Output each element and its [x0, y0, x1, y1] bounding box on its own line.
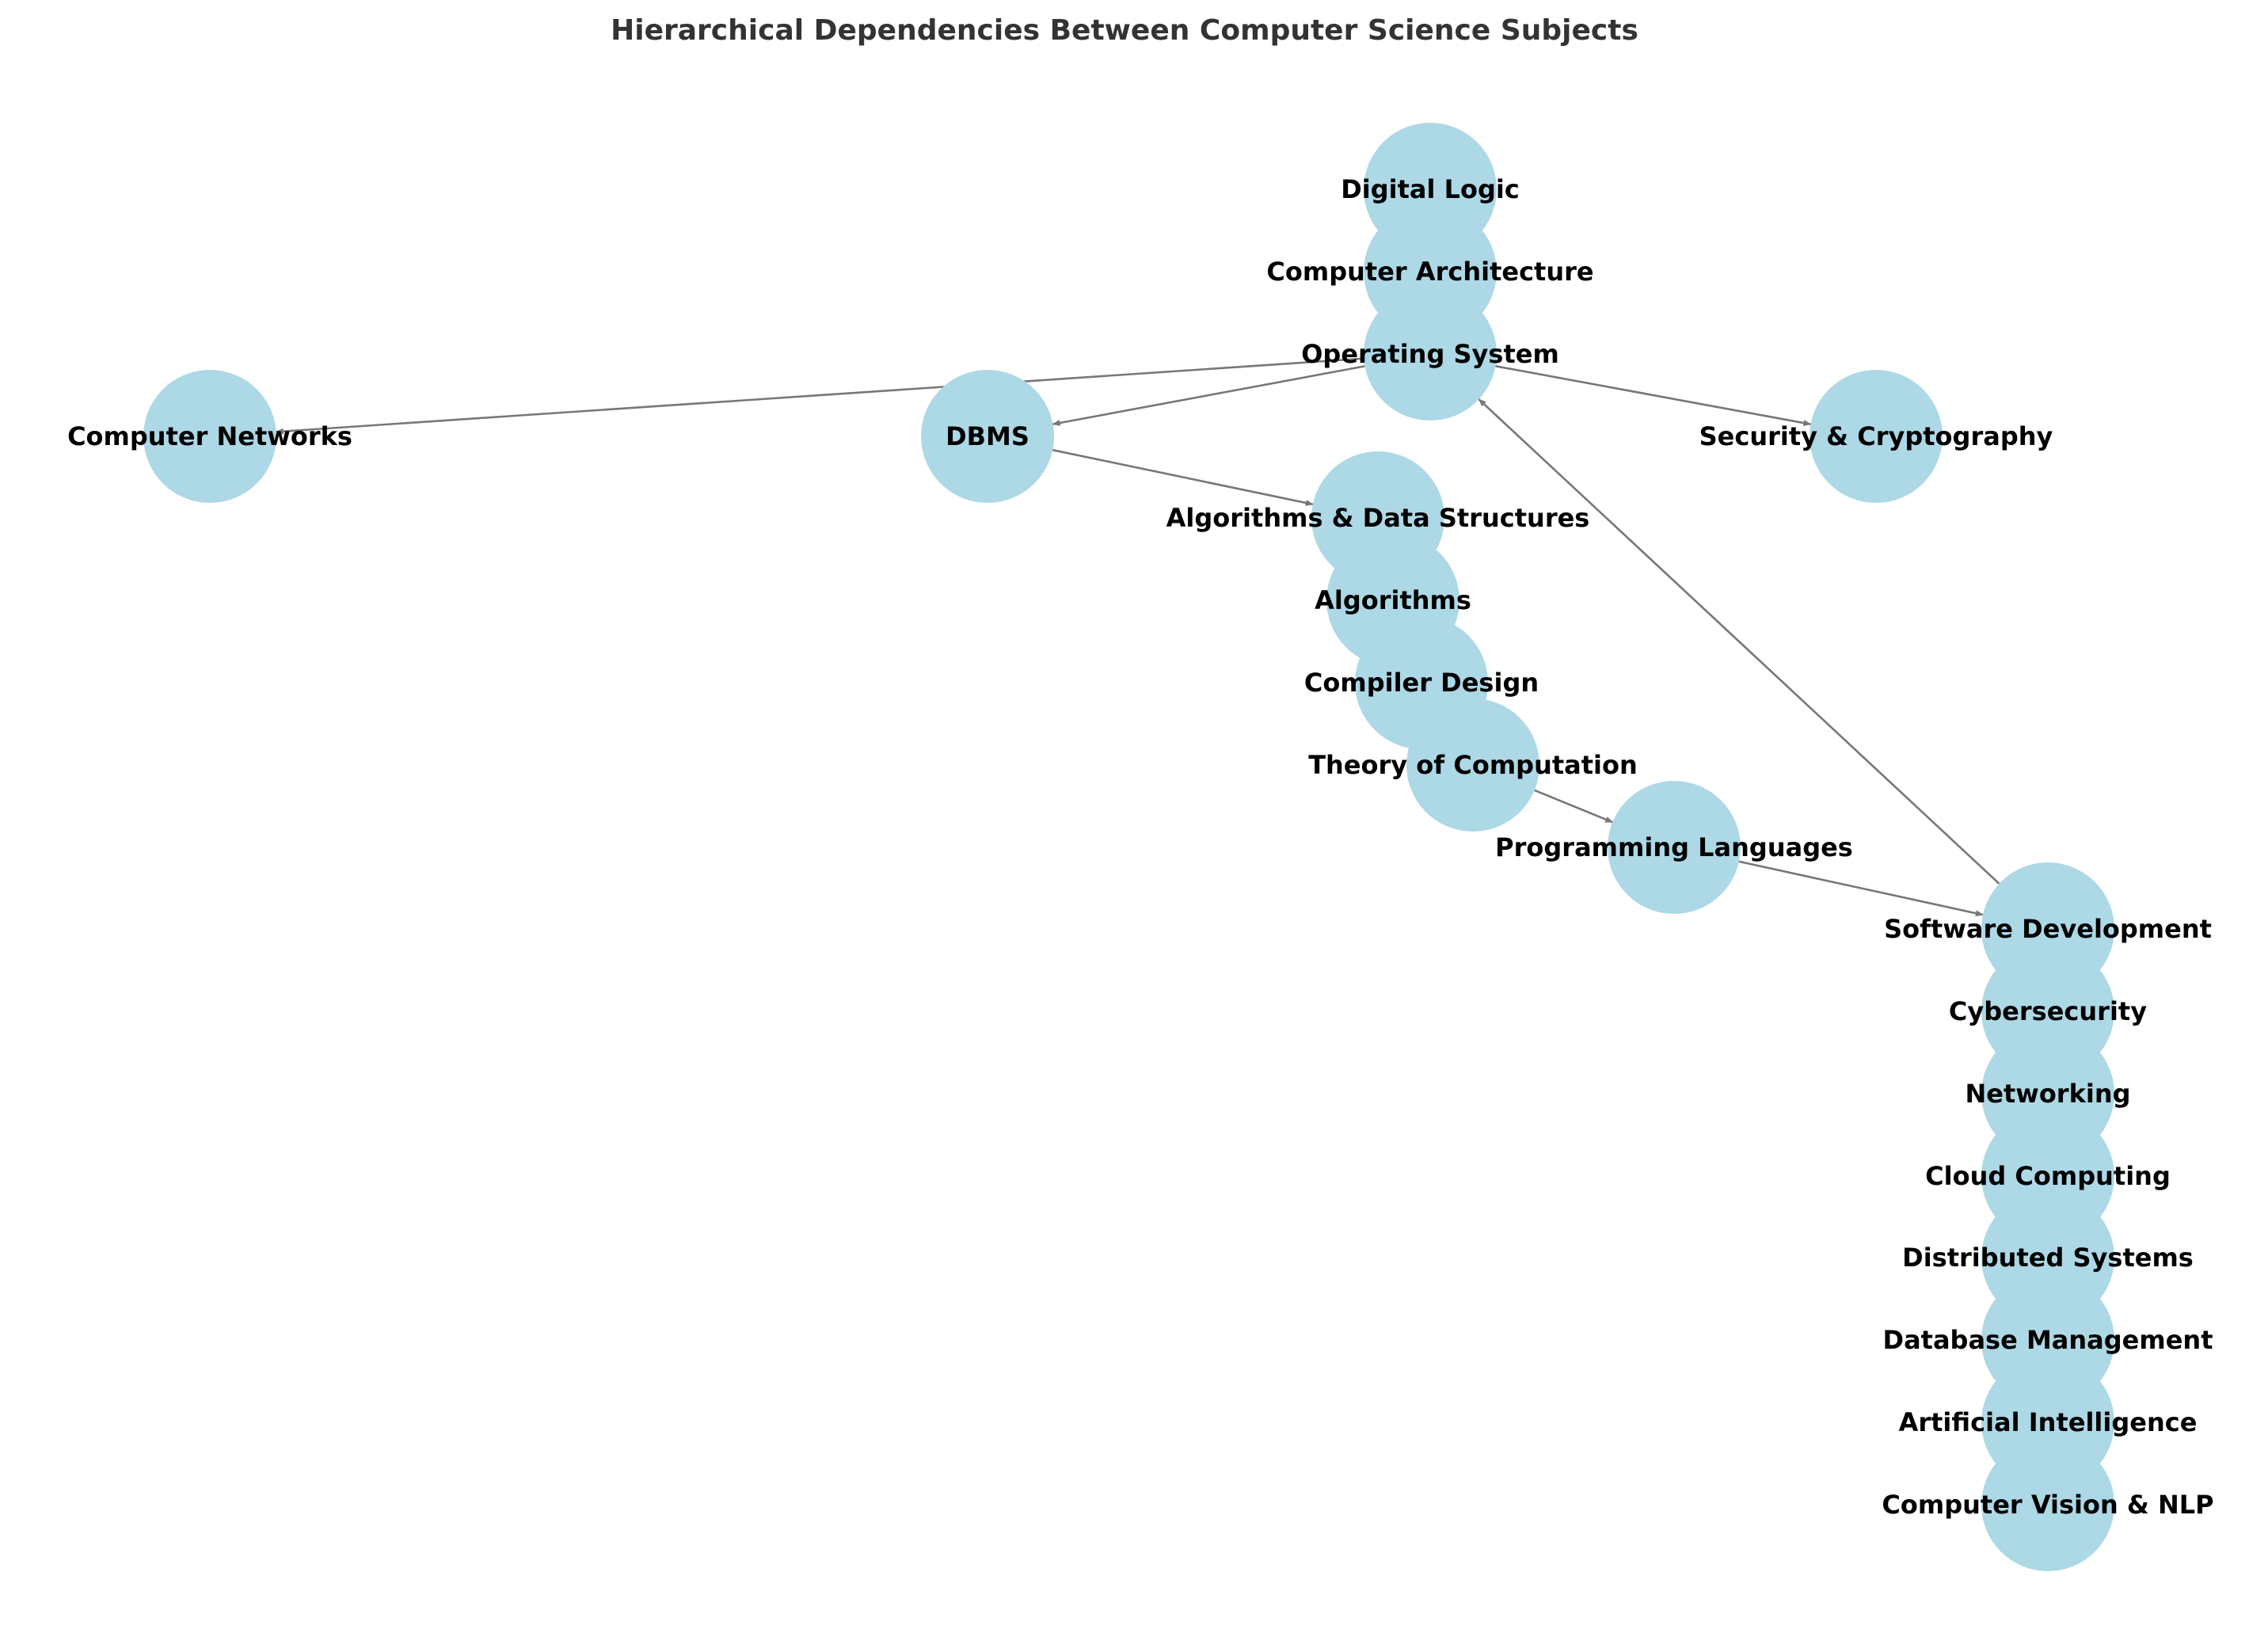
node-label-computer-vision-nlp: Computer Vision & NLP: [1882, 1490, 2213, 1520]
node-label-artificial-intelligence: Artificial Intelligence: [1899, 1407, 2198, 1437]
edge-programming-languages-to-software-development: [1738, 860, 1984, 917]
node-theory-of-computation: [1406, 698, 1539, 832]
node-computer-vision-nlp: [1981, 1438, 2114, 1571]
node-label-algorithms: Algorithms: [1315, 585, 1471, 615]
node-label-cloud-computing: Cloud Computing: [1925, 1161, 2171, 1191]
node-label-digital-logic: Digital Logic: [1341, 174, 1520, 204]
node-label-programming-languages: Programming Languages: [1495, 832, 1853, 862]
node-label-computer-networks: Computer Networks: [67, 421, 352, 451]
node-label-distributed-systems: Distributed Systems: [1902, 1243, 2194, 1273]
node-label-software-development: Software Development: [1884, 914, 2212, 944]
edge-operating-system-to-dbms: [1052, 365, 1365, 426]
node-label-compiler-design: Compiler Design: [1304, 668, 1539, 698]
node-label-algorithms-data-structures: Algorithms & Data Structures: [1166, 503, 1590, 533]
edge-operating-system-to-computer-networks: [275, 357, 1364, 435]
edge-software-development-to-operating-system: [1478, 398, 2000, 885]
node-operating-system: [1364, 287, 1497, 421]
node-dbms: [921, 370, 1054, 503]
node-programming-languages: [1608, 781, 1741, 914]
node-label-operating-system: Operating System: [1301, 339, 1559, 369]
node-label-networking: Networking: [1965, 1079, 2130, 1109]
node-label-computer-architecture: Computer Architecture: [1266, 257, 1593, 287]
edges-layer: [275, 357, 2000, 917]
diagram-title: Hierarchical Dependencies Between Comput…: [611, 14, 1638, 47]
node-label-theory-of-computation: Theory of Computation: [1308, 750, 1638, 780]
node-security-cryptography: [1809, 370, 1943, 503]
edge-dbms-to-algorithms-data-structures: [1052, 448, 1314, 506]
node-label-database-management: Database Management: [1883, 1325, 2213, 1355]
edge-operating-system-to-security-cryptography: [1495, 365, 1812, 427]
node-label-cybersecurity: Cybersecurity: [1949, 996, 2147, 1026]
node-computer-networks: [143, 370, 276, 503]
node-label-dbms: DBMS: [946, 421, 1029, 451]
node-label-security-cryptography: Security & Cryptography: [1699, 421, 2053, 451]
edge-theory-of-computation-to-programming-languages: [1534, 789, 1614, 824]
